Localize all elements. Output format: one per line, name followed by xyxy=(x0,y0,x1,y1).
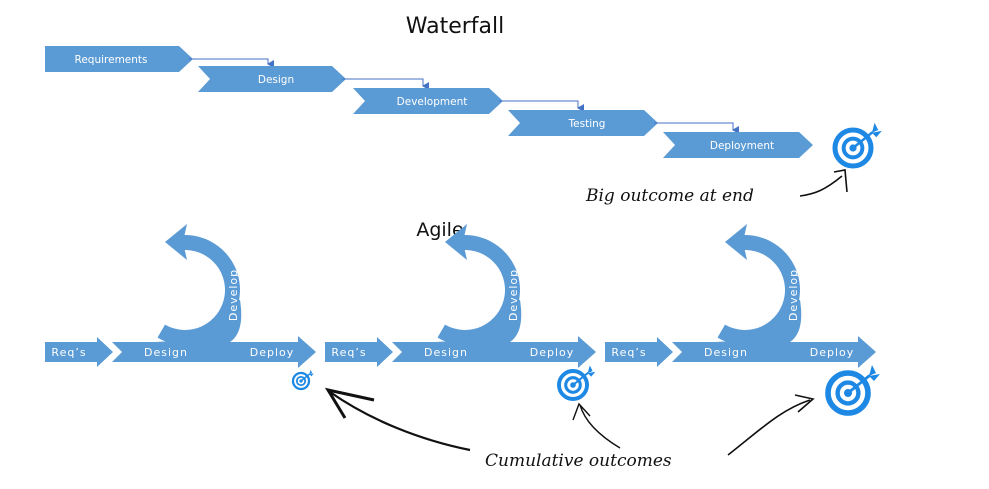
target-icon xyxy=(832,122,882,169)
waterfall-step-label: Development xyxy=(397,96,468,108)
develop-label: Develop xyxy=(507,269,520,321)
develop-label: Develop xyxy=(227,269,240,321)
test-label: Test xyxy=(131,285,144,312)
outcome-arrow-1-head xyxy=(324,387,375,419)
waterfall-step-label: Requirements xyxy=(75,54,148,66)
reqs-arrow xyxy=(325,337,393,367)
design-band xyxy=(112,342,185,362)
reqs-label: Req’s xyxy=(611,346,646,359)
outcome-arrow-3-head xyxy=(794,394,815,413)
reqs-label: Req’s xyxy=(51,346,86,359)
deploy-label: Deploy xyxy=(530,346,575,359)
reqs-arrow xyxy=(605,337,673,367)
outcome-note-arrow-head xyxy=(833,169,848,193)
cycle-arrowhead xyxy=(445,224,467,260)
waterfall-steps: RequirementsDesignDevelopmentTestingDepl… xyxy=(45,46,813,158)
design-label: Design xyxy=(424,346,468,359)
deploy-arrow xyxy=(782,336,876,368)
cycle-arrowhead xyxy=(165,224,187,260)
waterfall-step-shape xyxy=(663,132,813,158)
cycle-base xyxy=(435,300,522,342)
waterfall-title: Waterfall xyxy=(406,14,504,39)
outcome-arrow-2-head xyxy=(572,402,591,421)
waterfall-step-5: Deployment xyxy=(663,132,813,158)
outcome-arrow-1 xyxy=(329,391,471,452)
cycle-ring xyxy=(717,235,800,345)
design-band xyxy=(392,342,465,362)
waterfall-step-4: Testing xyxy=(508,110,658,136)
waterfall-step-label: Deployment xyxy=(710,140,774,152)
design-label: Design xyxy=(704,346,748,359)
waterfall-step-label: Testing xyxy=(568,118,606,130)
outcome-arrow-3 xyxy=(727,399,811,456)
develop-label: Develop xyxy=(787,269,800,321)
test-label: Test xyxy=(411,285,424,312)
reqs-label: Req’s xyxy=(331,346,366,359)
outcome-note-arrow xyxy=(799,175,843,197)
design-band xyxy=(672,342,745,362)
target-icon xyxy=(291,369,314,391)
deploy-arrow xyxy=(502,336,596,368)
cycle-base xyxy=(715,300,802,342)
waterfall-step-2: Design xyxy=(198,66,346,92)
reqs-arrow xyxy=(45,337,113,367)
deploy-label: Deploy xyxy=(810,346,855,359)
design-label: Design xyxy=(144,346,188,359)
agile-title: Agile xyxy=(416,219,463,241)
waterfall-step-1: Requirements xyxy=(45,46,193,72)
waterfall-step-label: Design xyxy=(258,74,294,86)
target-icon xyxy=(557,365,596,401)
cycle-ring xyxy=(157,235,240,346)
waterfall-connector xyxy=(499,100,584,112)
waterfall-step-shape xyxy=(508,110,658,136)
waterfall-connector xyxy=(654,122,739,134)
waterfall-step-3: Development xyxy=(353,88,503,114)
deploy-arrow xyxy=(222,336,316,368)
waterfall-outcome-note: Big outcome at end xyxy=(585,186,754,206)
cycle-base xyxy=(155,300,242,342)
cycle-arrowhead xyxy=(725,224,747,260)
waterfall-step-shape xyxy=(198,66,346,92)
deploy-label: Deploy xyxy=(250,346,295,359)
cycle-ring xyxy=(437,235,520,346)
outcome-arrow-2 xyxy=(579,404,621,449)
test-label: Test xyxy=(691,285,704,312)
waterfall-connector xyxy=(342,78,429,90)
target-icon xyxy=(825,365,880,416)
waterfall-step-shape xyxy=(45,46,193,72)
waterfall-connector xyxy=(189,58,274,68)
agile-outcome-note: Cumulative outcomes xyxy=(485,451,672,471)
waterfall-step-shape xyxy=(353,88,503,114)
waterfall-outcome-target-icon xyxy=(832,122,882,169)
